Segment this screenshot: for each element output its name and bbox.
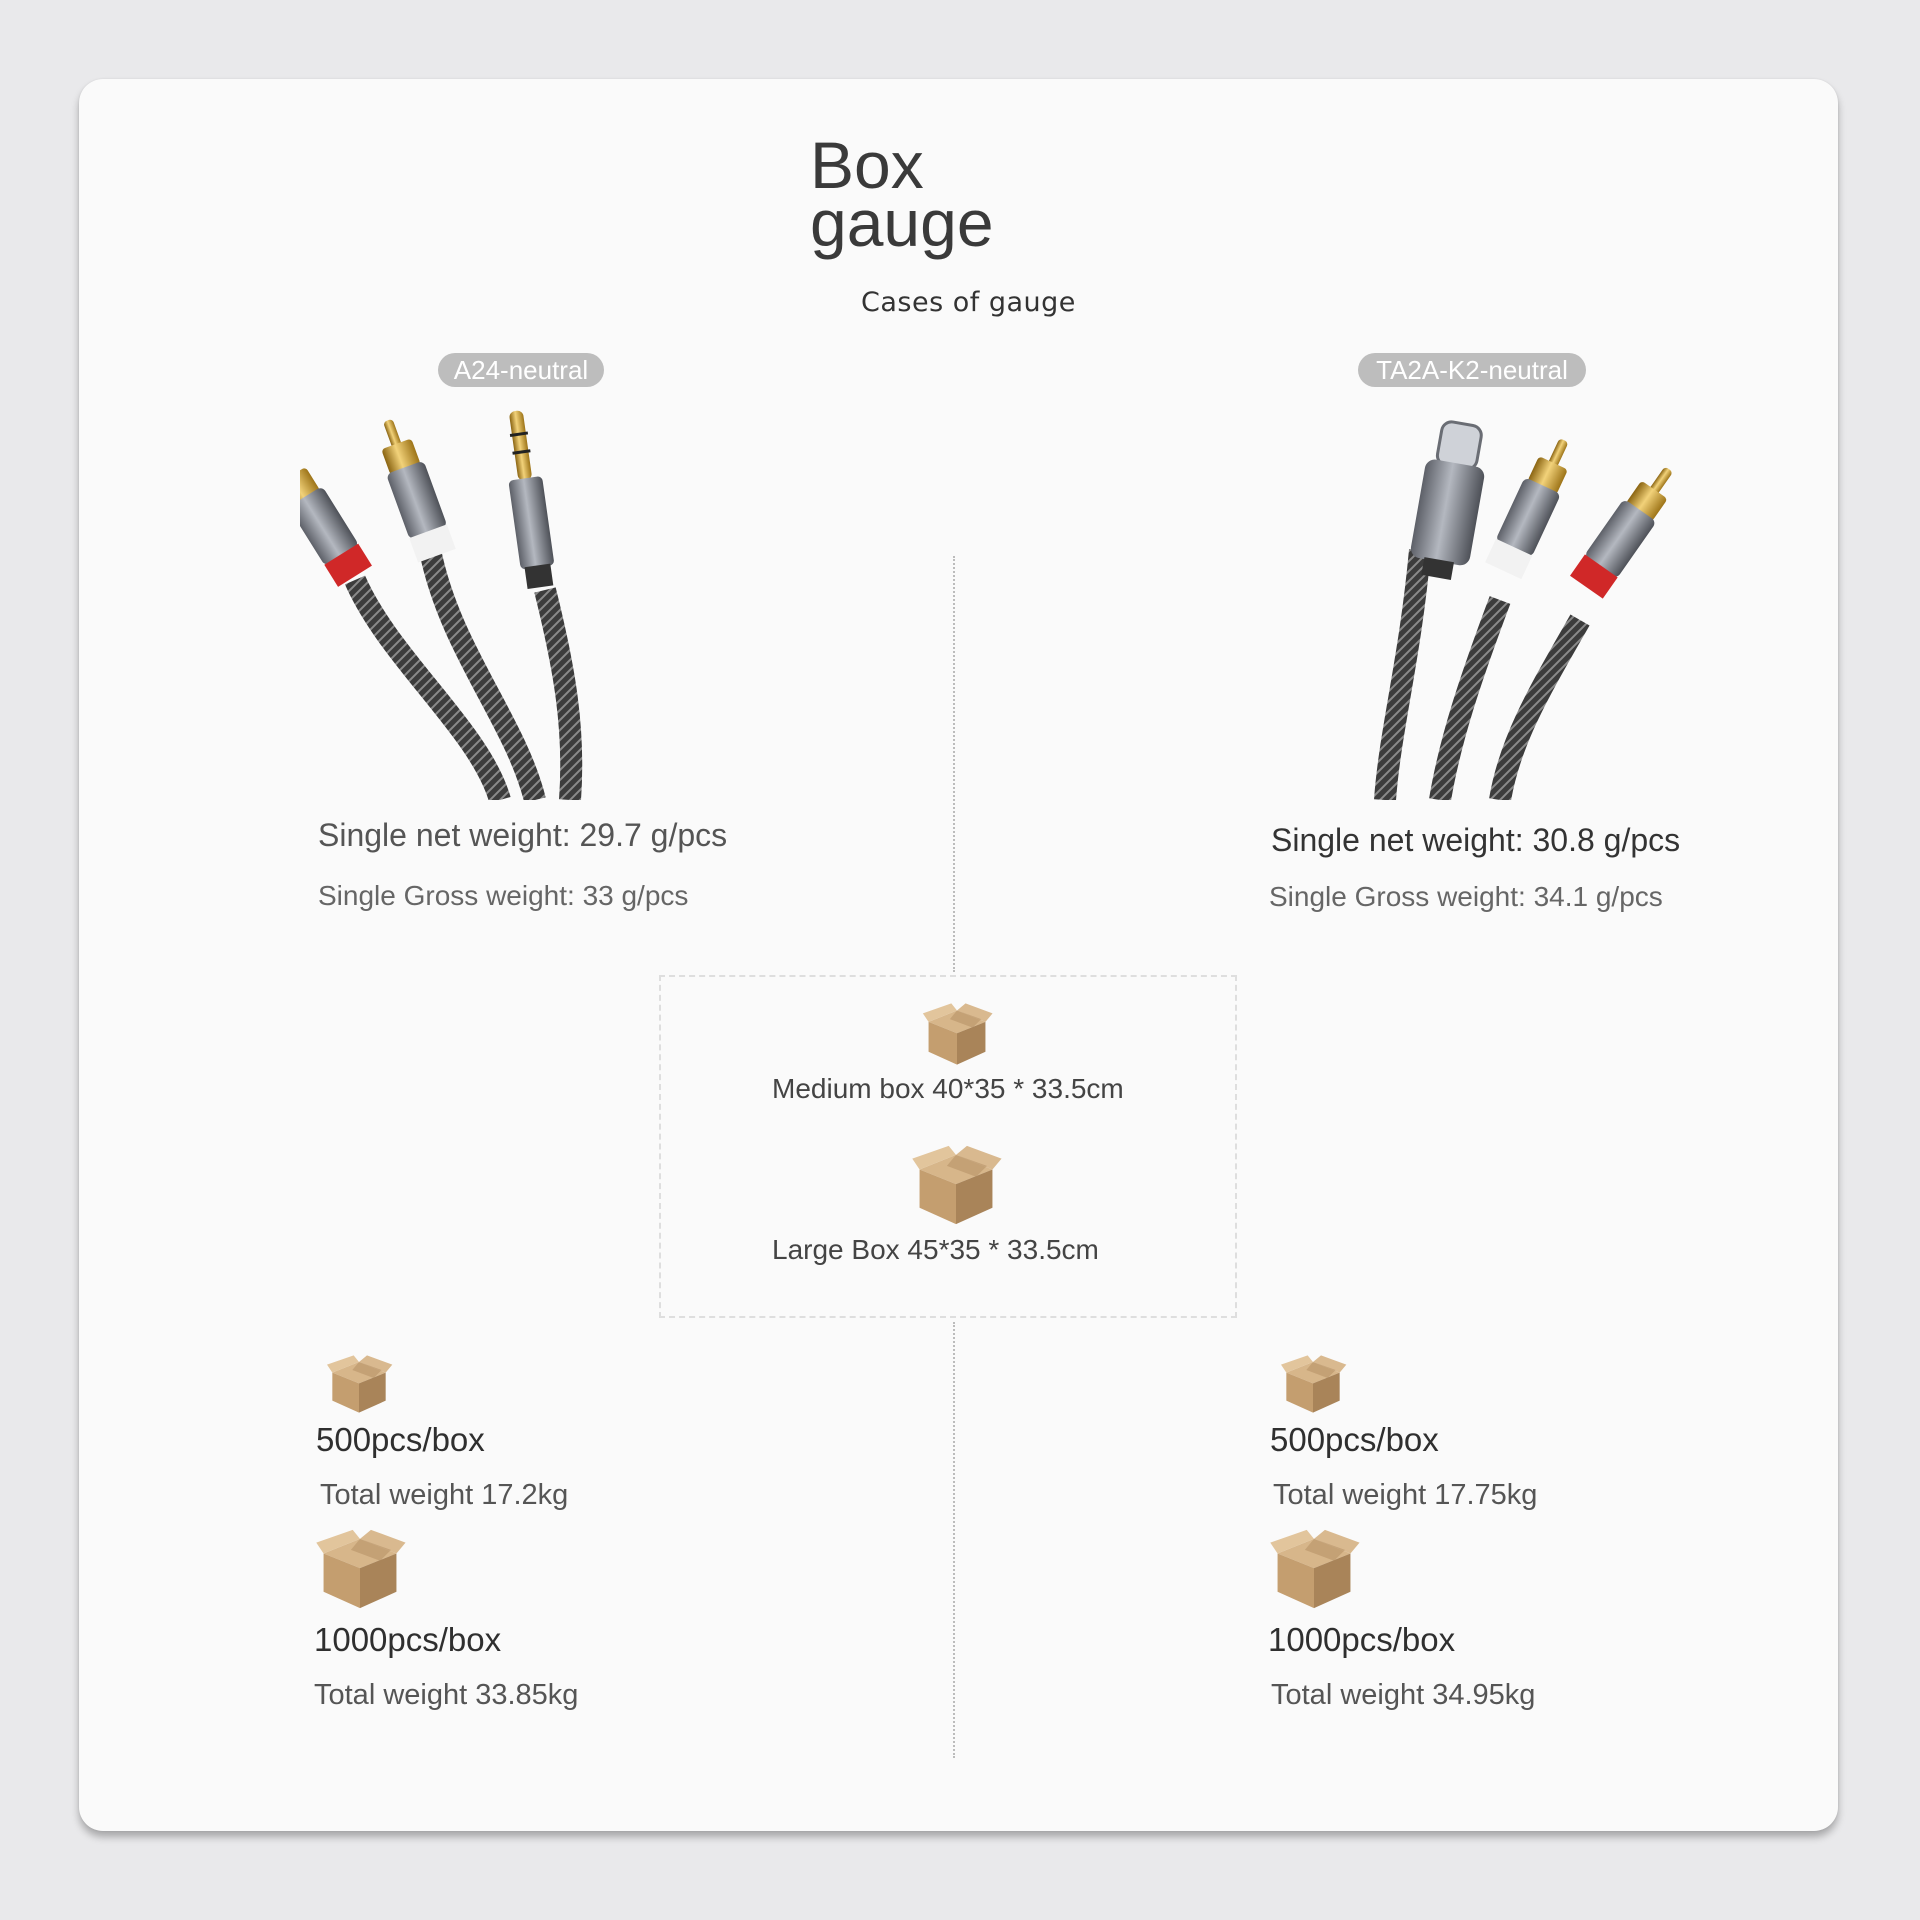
total-weight-right-1000: Total weight 34.95kg [1271,1679,1536,1711]
net-weight-right: Single net weight: 30.8 g/pcs [1271,822,1681,858]
box-size-panel [659,975,1237,1318]
large-box-icon [912,1145,1002,1225]
rca-to-3.5mm-cable-icon [300,410,583,800]
gross-weight-left: Single Gross weight: 33 g/pcs [318,880,689,911]
qty-left-1000: 1000pcs/box [314,1621,502,1658]
medium-box-label: Medium box 40*35 * 33.5cm [772,1073,1124,1104]
product-tag-left: A24-neutral [438,353,604,387]
box-icon-left-500 [327,1355,393,1413]
gross-weight-right: Single Gross weight: 34.1 g/pcs [1269,881,1663,912]
rca-to-usb-c-cable-icon [1374,420,1672,800]
divider-bottom [953,1322,955,1758]
box-icon-left-1000 [316,1529,406,1609]
total-weight-left-1000: Total weight 33.85kg [314,1679,579,1711]
page-subtitle: Cases of gauge [861,287,1076,318]
large-box-label: Large Box 45*35 * 33.5cm [772,1234,1099,1265]
box-icon-right-1000 [1270,1529,1360,1609]
title-line-2: gauge [810,186,994,260]
net-weight-left: Single net weight: 29.7 g/pcs [318,817,728,853]
divider-top [953,556,955,972]
title-line-1: Box [810,128,924,202]
total-weight-left-500: Total weight 17.2kg [320,1479,569,1511]
qty-left-500: 500pcs/box [316,1421,485,1458]
product-tag-right: TA2A-K2-neutral [1358,353,1586,387]
medium-box-icon [922,1003,993,1065]
box-icon-right-500 [1281,1355,1347,1413]
page-title: Box gauge [810,128,1130,260]
qty-right-500: 500pcs/box [1270,1421,1439,1458]
total-weight-right-500: Total weight 17.75kg [1273,1479,1538,1511]
qty-right-1000: 1000pcs/box [1268,1621,1456,1658]
